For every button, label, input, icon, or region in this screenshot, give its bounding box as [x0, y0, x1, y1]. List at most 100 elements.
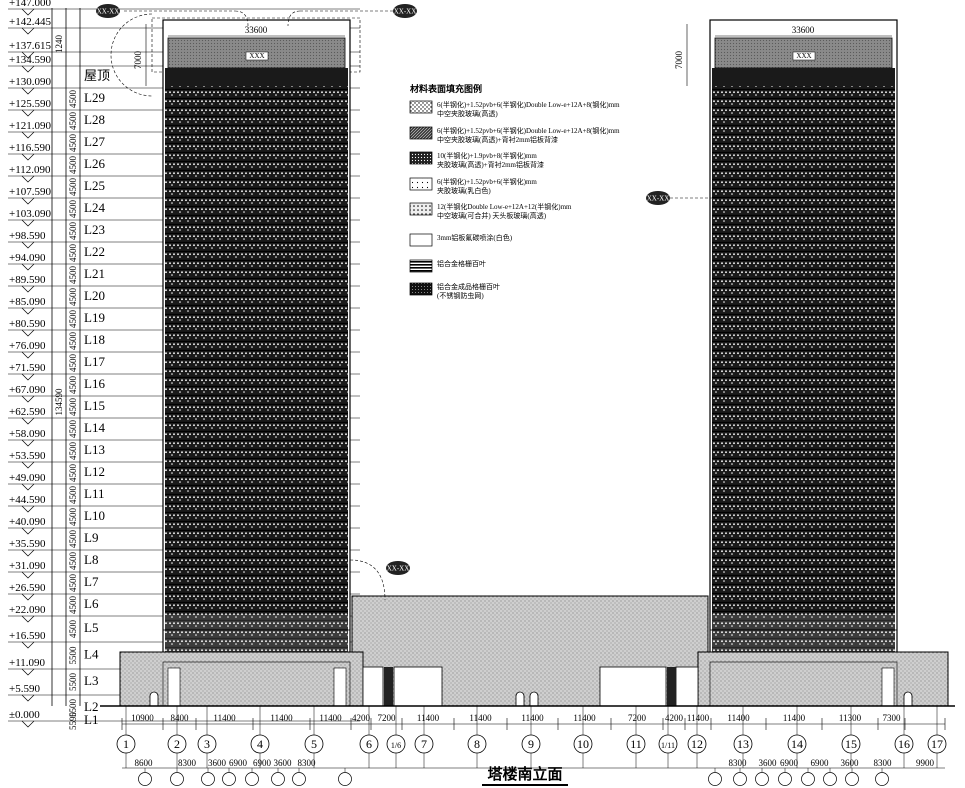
legend-title: 材料表面填充图例: [409, 83, 482, 94]
floor-label: L4: [84, 647, 99, 662]
sub-dimension-label: 8600: [135, 758, 154, 768]
elevation-label: +112.090: [9, 164, 51, 176]
callout-bubble-1: [96, 4, 120, 18]
sub-dimension-label: 8300: [874, 758, 893, 768]
sub-axis-bubble: [755, 772, 769, 786]
elevation-label: +49.090: [9, 472, 46, 484]
callout-label-2: XX-XX: [394, 8, 417, 16]
axis-label: 5: [311, 737, 317, 751]
elevation-label: +85.090: [9, 296, 46, 308]
dimension-label: 11400: [573, 713, 596, 723]
floor-height: 4500: [68, 200, 78, 219]
axis-bubble: [787, 734, 807, 754]
floor-height: 4500: [68, 552, 78, 571]
axis-label: 8: [474, 737, 480, 751]
axis-bubble: [927, 734, 947, 754]
legend-swatch: [409, 100, 433, 114]
axis-bubble: [658, 734, 678, 754]
dimension-label: 11400: [417, 713, 440, 723]
floor-label: L25: [84, 178, 105, 193]
floor-label: L22: [84, 244, 105, 259]
dimension-label: 11400: [469, 713, 492, 723]
floor-height: 4500: [68, 244, 78, 263]
callout-bubble-4: [386, 561, 410, 575]
dimension-label: 11400: [687, 713, 710, 723]
legend-text-sub: 夹胶玻璃(乳白色): [437, 186, 491, 195]
elevation-label: +26.590: [9, 582, 46, 594]
podium: [100, 595, 955, 707]
floor-label: L16: [84, 376, 105, 391]
sub-axis-bubble: [245, 772, 259, 786]
axis-label: 2: [174, 737, 180, 751]
axis-label: 3: [204, 737, 210, 751]
sub-axis-bubble: [201, 772, 215, 786]
sub-dimension-label: 9900: [916, 758, 935, 768]
legend-text: 6(半钢化)+1.52pvb+6(半钢化)Double Low-e+12A+8(…: [437, 100, 620, 109]
roof-plaque-left: XXX: [249, 52, 264, 60]
drawing-title: 塔楼南立面: [487, 765, 562, 783]
sub-axis-bubble: [845, 772, 859, 786]
dimension-label: 11300: [839, 713, 862, 723]
elevation-label: +5.590: [9, 683, 40, 695]
tower-width-left: 33600: [245, 25, 268, 35]
legend-swatch: [409, 233, 433, 247]
sub-dimension-label: 6900: [780, 758, 799, 768]
sub-dimension-label: 3600: [759, 758, 778, 768]
legend-text: 12(半钢化Double Low-e+12A+12(半钢化)mm: [437, 202, 572, 211]
elevation-label: +103.090: [9, 208, 51, 220]
dim-roof-left: 7000: [133, 51, 143, 70]
floor-height: 5500: [68, 699, 78, 718]
floor-height: 4500: [68, 574, 78, 593]
legend-text-sub: 中空夹胶玻璃(高透)+背衬2mm铝板背漆: [437, 135, 558, 144]
dim-top: 1240: [54, 35, 64, 54]
axis-bubble: [573, 734, 593, 754]
axis-bubble: [467, 734, 487, 754]
elevation-label: +130.090: [9, 76, 51, 88]
elevation-label: +98.590: [9, 230, 46, 242]
sub-dimension-label: 6900: [811, 758, 830, 768]
floor-label: L1: [84, 712, 98, 727]
legend-text-sub: (不锈钢防虫网): [437, 291, 484, 300]
legend-swatch: [409, 202, 433, 216]
sub-axis-bubble: [823, 772, 837, 786]
elevation-label: +44.590: [9, 494, 46, 506]
axis-label: 7: [421, 737, 427, 751]
dimension-label: 4200: [665, 713, 684, 723]
floor-label: L28: [84, 112, 105, 127]
sub-dimension-label: 8300: [729, 758, 748, 768]
floor-height: 4500: [68, 222, 78, 241]
legend-swatch: [409, 259, 433, 273]
floor-height: 4500: [68, 134, 78, 153]
callout-bubble-3: [646, 191, 670, 205]
axis-label: 11: [630, 737, 642, 751]
axis-label: 1/11: [661, 741, 675, 750]
elevation-label: +147.000: [9, 0, 51, 9]
sub-axis-bubble: [338, 772, 352, 786]
floor-label: L5: [84, 620, 98, 635]
floor-height: 4500: [68, 530, 78, 549]
sub-dimension-label: 8300: [298, 758, 317, 768]
sub-axis-bubble: [170, 772, 184, 786]
sub-axis-bubble: [778, 772, 792, 786]
left-tower: XXX 33600: [151, 17, 361, 655]
axis-bubble: [687, 734, 707, 754]
floor-label: L12: [84, 464, 105, 479]
axis-bubble: [894, 734, 914, 754]
floor-label: L24: [84, 200, 105, 215]
elevation-label: +53.590: [9, 450, 46, 462]
elevation-label: +134.590: [9, 54, 51, 66]
dim-roof-right: 7000: [674, 51, 684, 70]
axis-label: 6: [366, 737, 372, 751]
floor-height: 5500: [68, 646, 78, 665]
sub-axis-bubble: [875, 772, 889, 786]
sub-dimension-label: 6900: [253, 758, 272, 768]
floor-label: L17: [84, 354, 105, 369]
elevation-label: +76.090: [9, 340, 46, 352]
floor-height: 4500: [68, 112, 78, 131]
legend-text: 10(半钢化)+1.9pvb+8(半钢化)mm: [437, 151, 537, 160]
floor-label: L20: [84, 288, 105, 303]
floor-label: L9: [84, 530, 98, 545]
dimension-label: 11400: [727, 713, 750, 723]
elevation-label: +71.590: [9, 362, 46, 374]
